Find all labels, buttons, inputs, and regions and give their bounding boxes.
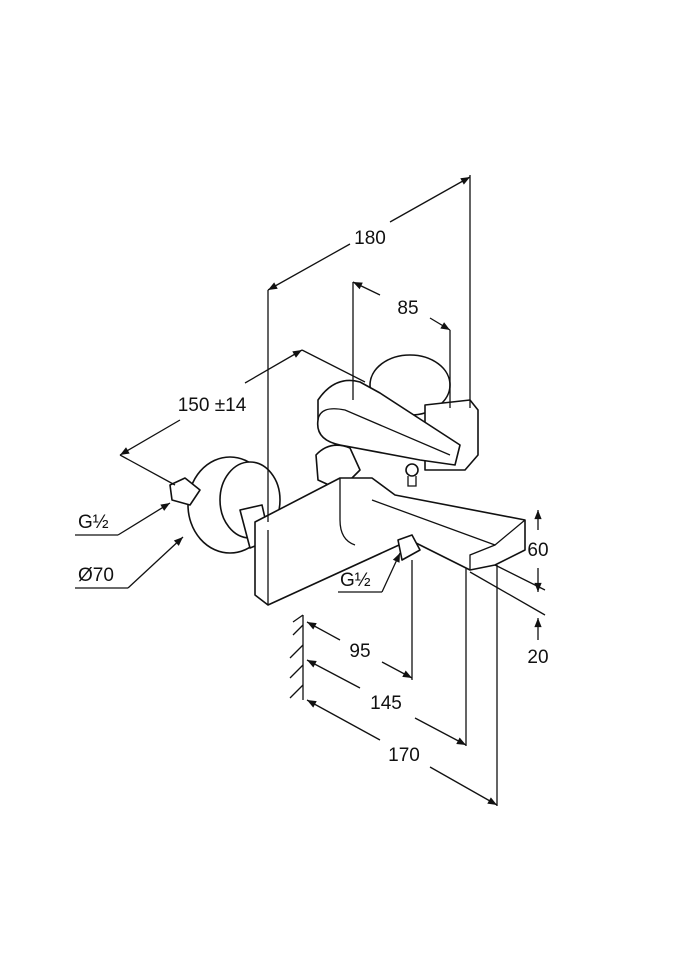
dim-20: 20 [527,647,548,668]
dim-outlet-thread: G½ [340,570,371,591]
dim-150: 150 ±14 [178,395,247,416]
faucet-body [169,354,526,606]
dim-60: 60 [527,540,548,561]
dim-rosette: Ø70 [78,565,114,586]
dim-95: 95 [349,641,370,662]
dim-170: 170 [388,745,420,766]
dimension-lines [75,175,546,806]
dim-180: 180 [354,228,386,249]
dim-inlet-thread: G½ [78,512,109,533]
dim-85: 85 [397,298,418,319]
dim-145: 145 [370,693,402,714]
